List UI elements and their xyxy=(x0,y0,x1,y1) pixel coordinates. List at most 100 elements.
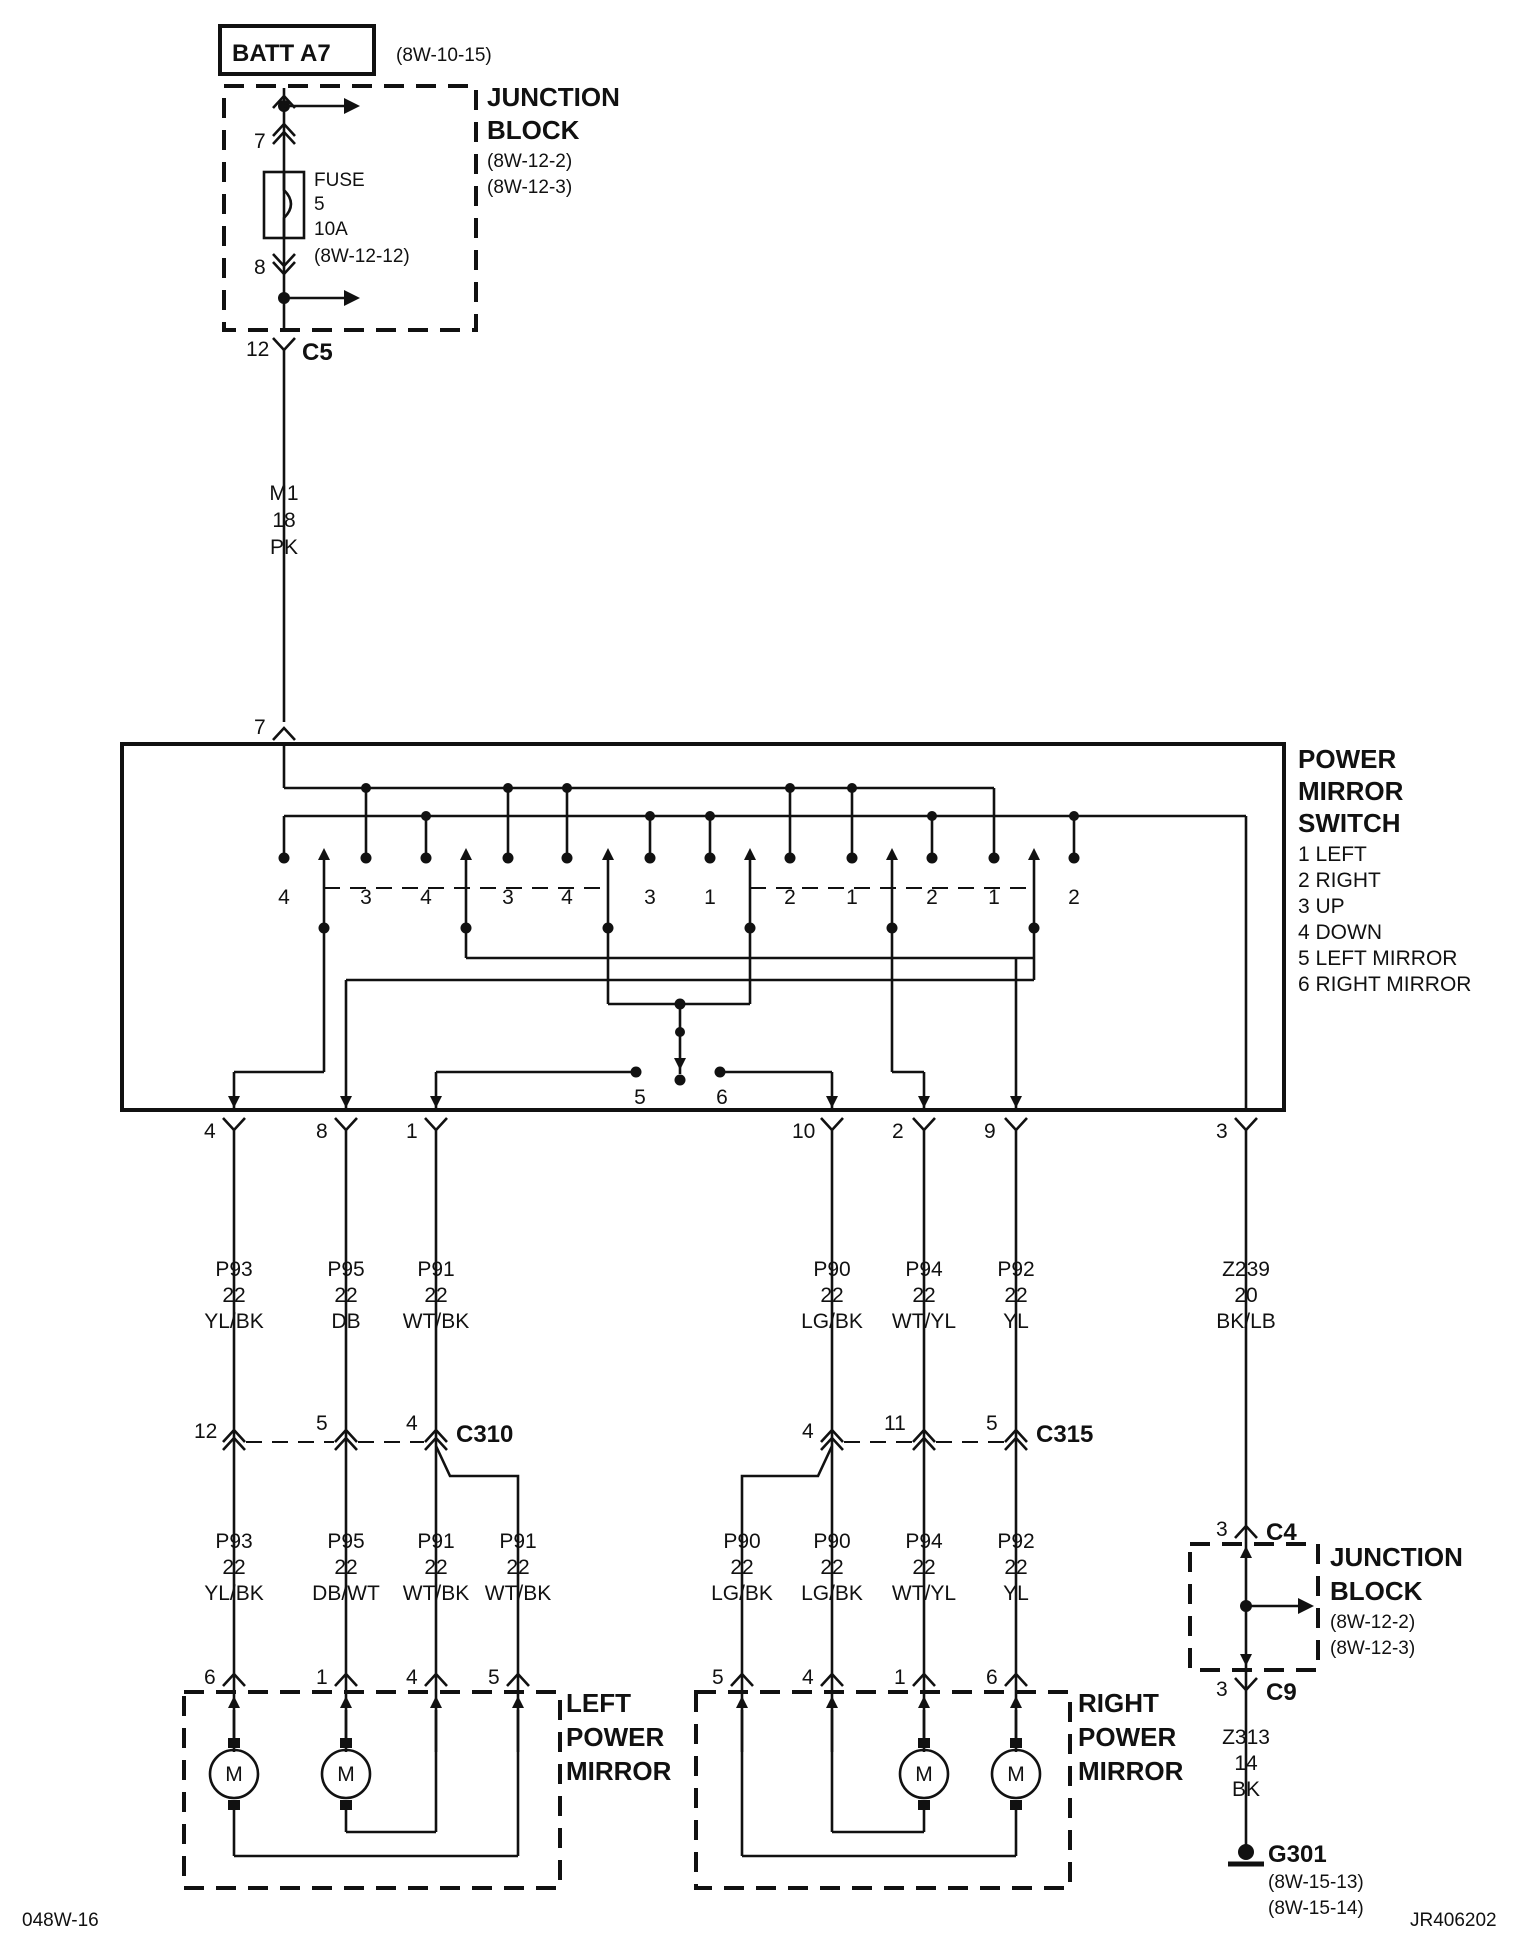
junction-bottom-ref-2: (8W-12-3) xyxy=(1330,1638,1415,1659)
left-mirror-title-3: MIRROR xyxy=(566,1756,672,1786)
out-pin: 8 xyxy=(316,1120,328,1143)
junction-block-ref-2: (8W-12-3) xyxy=(487,177,572,198)
c310-name: C310 xyxy=(456,1421,513,1448)
wire-circuit: P91 xyxy=(417,1258,454,1281)
switch-title-1: POWER xyxy=(1298,744,1396,774)
battery-feed: BATT A7 (8W-10-15) xyxy=(218,24,492,76)
wire-gauge: 22 xyxy=(424,1284,447,1307)
wire-circuit: P94 xyxy=(905,1258,943,1281)
wire-circuit: P92 xyxy=(997,1530,1034,1553)
fuse-ref: (8W-12-12) xyxy=(314,246,410,267)
right-mirror-pin: 1 xyxy=(894,1666,906,1689)
ground-wire: Z313 14 BK xyxy=(1222,1726,1270,1801)
wire-gauge: 22 xyxy=(334,1284,357,1307)
pos-label: 2 xyxy=(784,886,796,909)
wire-gauge: 22 xyxy=(912,1284,935,1307)
junction-block-top: JUNCTION BLOCK (8W-12-2) (8W-12-3) 7 FUS… xyxy=(222,82,620,332)
wire-circuit: P90 xyxy=(723,1530,760,1553)
fuse-number: 5 xyxy=(314,194,325,215)
c310-pin: 5 xyxy=(316,1412,328,1435)
right-mirror-pin: 6 xyxy=(986,1666,998,1689)
wire-gauge: 22 xyxy=(506,1556,529,1579)
batt-label: BATT A7 xyxy=(232,40,331,67)
legend-right-mirror: 6 RIGHT MIRROR xyxy=(1298,973,1471,996)
c315-pin: 11 xyxy=(884,1412,906,1435)
upper-wire-labels: P93 22 YL/BK P95 22 DB P91 22 WT/BK P90 … xyxy=(204,1258,1276,1333)
legend-down: 4 DOWN xyxy=(1298,921,1382,944)
wire-gauge: 22 xyxy=(820,1284,843,1307)
motor-icon xyxy=(208,1748,260,1800)
right-power-mirror: RIGHT POWER MIRROR 5 4 1 6 M M xyxy=(694,1666,1184,1890)
right-mirror-pin: 4 xyxy=(802,1666,814,1689)
out-pin: 4 xyxy=(204,1120,216,1143)
out-pin: 2 xyxy=(892,1120,904,1143)
wire-color: YL xyxy=(1003,1310,1029,1333)
pos-label: 4 xyxy=(278,886,290,909)
feed-bus-taps xyxy=(361,783,857,858)
ground-bus-taps xyxy=(421,811,1079,858)
left-mirror-pin: 5 xyxy=(488,1666,500,1689)
wire-circuit: P91 xyxy=(417,1530,454,1553)
wire-color: YL xyxy=(1003,1582,1029,1605)
fuse-label: FUSE xyxy=(314,170,365,191)
wire-color: DB/WT xyxy=(312,1582,380,1605)
out-pin: 10 xyxy=(792,1120,815,1143)
wire-color: LG/BK xyxy=(711,1582,773,1605)
ground-ref-2: (8W-15-14) xyxy=(1268,1898,1364,1919)
ground-ref-1: (8W-15-13) xyxy=(1268,1872,1364,1893)
motor-icon xyxy=(990,1748,1042,1800)
wiper-wires: 5 6 xyxy=(228,856,1040,1110)
out-pin: 1 xyxy=(406,1120,418,1143)
left-mirror-title-2: POWER xyxy=(566,1722,664,1752)
footer-right-id: JR406202 xyxy=(1410,1910,1497,1931)
select-right-mirror-label: 6 xyxy=(716,1086,728,1109)
c315-name: C315 xyxy=(1036,1421,1093,1448)
out-pin: 3 xyxy=(1216,1120,1228,1143)
legend-up: 3 UP xyxy=(1298,895,1345,918)
wire-gauge: 22 xyxy=(730,1556,753,1579)
right-mirror-title-2: POWER xyxy=(1078,1722,1176,1752)
legend-left-mirror: 5 LEFT MIRROR xyxy=(1298,947,1457,970)
left-power-mirror: LEFT POWER MIRROR 6 1 4 5 M M xyxy=(182,1666,672,1890)
left-mirror-title-1: LEFT xyxy=(566,1688,631,1718)
pos-label: 4 xyxy=(420,886,432,909)
c4-pin: 3 xyxy=(1216,1518,1228,1541)
wire-color: BK/LB xyxy=(1216,1310,1276,1333)
harness-wires xyxy=(232,1130,1248,1848)
wire-circuit: P92 xyxy=(997,1258,1034,1281)
motor-label: M xyxy=(915,1763,933,1786)
lower-wire-labels: P93 22 YL/BK P95 22 DB/WT P91 22 WT/BK P… xyxy=(204,1530,1034,1605)
wire-color: YL/BK xyxy=(204,1582,264,1605)
c315-pin: 4 xyxy=(802,1420,814,1443)
wire-gauge: 22 xyxy=(820,1556,843,1579)
wire-circuit: P90 xyxy=(813,1530,850,1553)
motor-icon xyxy=(320,1748,372,1800)
pos-label: 1 xyxy=(704,886,716,909)
junction-block-bottom: 3 C4 JUNCTION BLOCK (8W-12-2) (8W-12-3) … xyxy=(1188,1518,1463,1706)
select-left-mirror-label: 5 xyxy=(634,1086,646,1109)
wire-color: LG/BK xyxy=(801,1310,863,1333)
pos-label: 2 xyxy=(1068,886,1080,909)
junction-bottom-title-1: JUNCTION xyxy=(1330,1542,1463,1572)
switch-title-3: SWITCH xyxy=(1298,808,1401,838)
connector-c315: 4 11 5 C315 xyxy=(802,1412,1093,1452)
wire-circuit: P95 xyxy=(327,1258,364,1281)
wire-circuit: P93 xyxy=(215,1530,252,1553)
wire-circuit: Z239 xyxy=(1222,1258,1270,1281)
pos-label: 3 xyxy=(644,886,656,909)
pos-label: 3 xyxy=(360,886,372,909)
batt-ref: (8W-10-15) xyxy=(396,45,492,66)
wire-gauge: 22 xyxy=(1004,1556,1027,1579)
wire-color: WT/YL xyxy=(892,1582,956,1605)
ground-name: G301 xyxy=(1268,1841,1327,1868)
motor-icon xyxy=(898,1748,950,1800)
c9-connector: C9 xyxy=(1266,1679,1297,1706)
motor-label: M xyxy=(337,1763,355,1786)
c315-pin: 5 xyxy=(986,1412,998,1435)
c9-pin: 3 xyxy=(1216,1678,1228,1701)
pos-label: 2 xyxy=(926,886,938,909)
wire-gauge: 22 xyxy=(222,1284,245,1307)
switch-output-connectors: 4 8 1 10 2 9 3 xyxy=(204,1116,1259,1143)
junction-bottom-title-2: BLOCK xyxy=(1330,1576,1423,1606)
fuse-pin-in: 7 xyxy=(254,130,266,153)
